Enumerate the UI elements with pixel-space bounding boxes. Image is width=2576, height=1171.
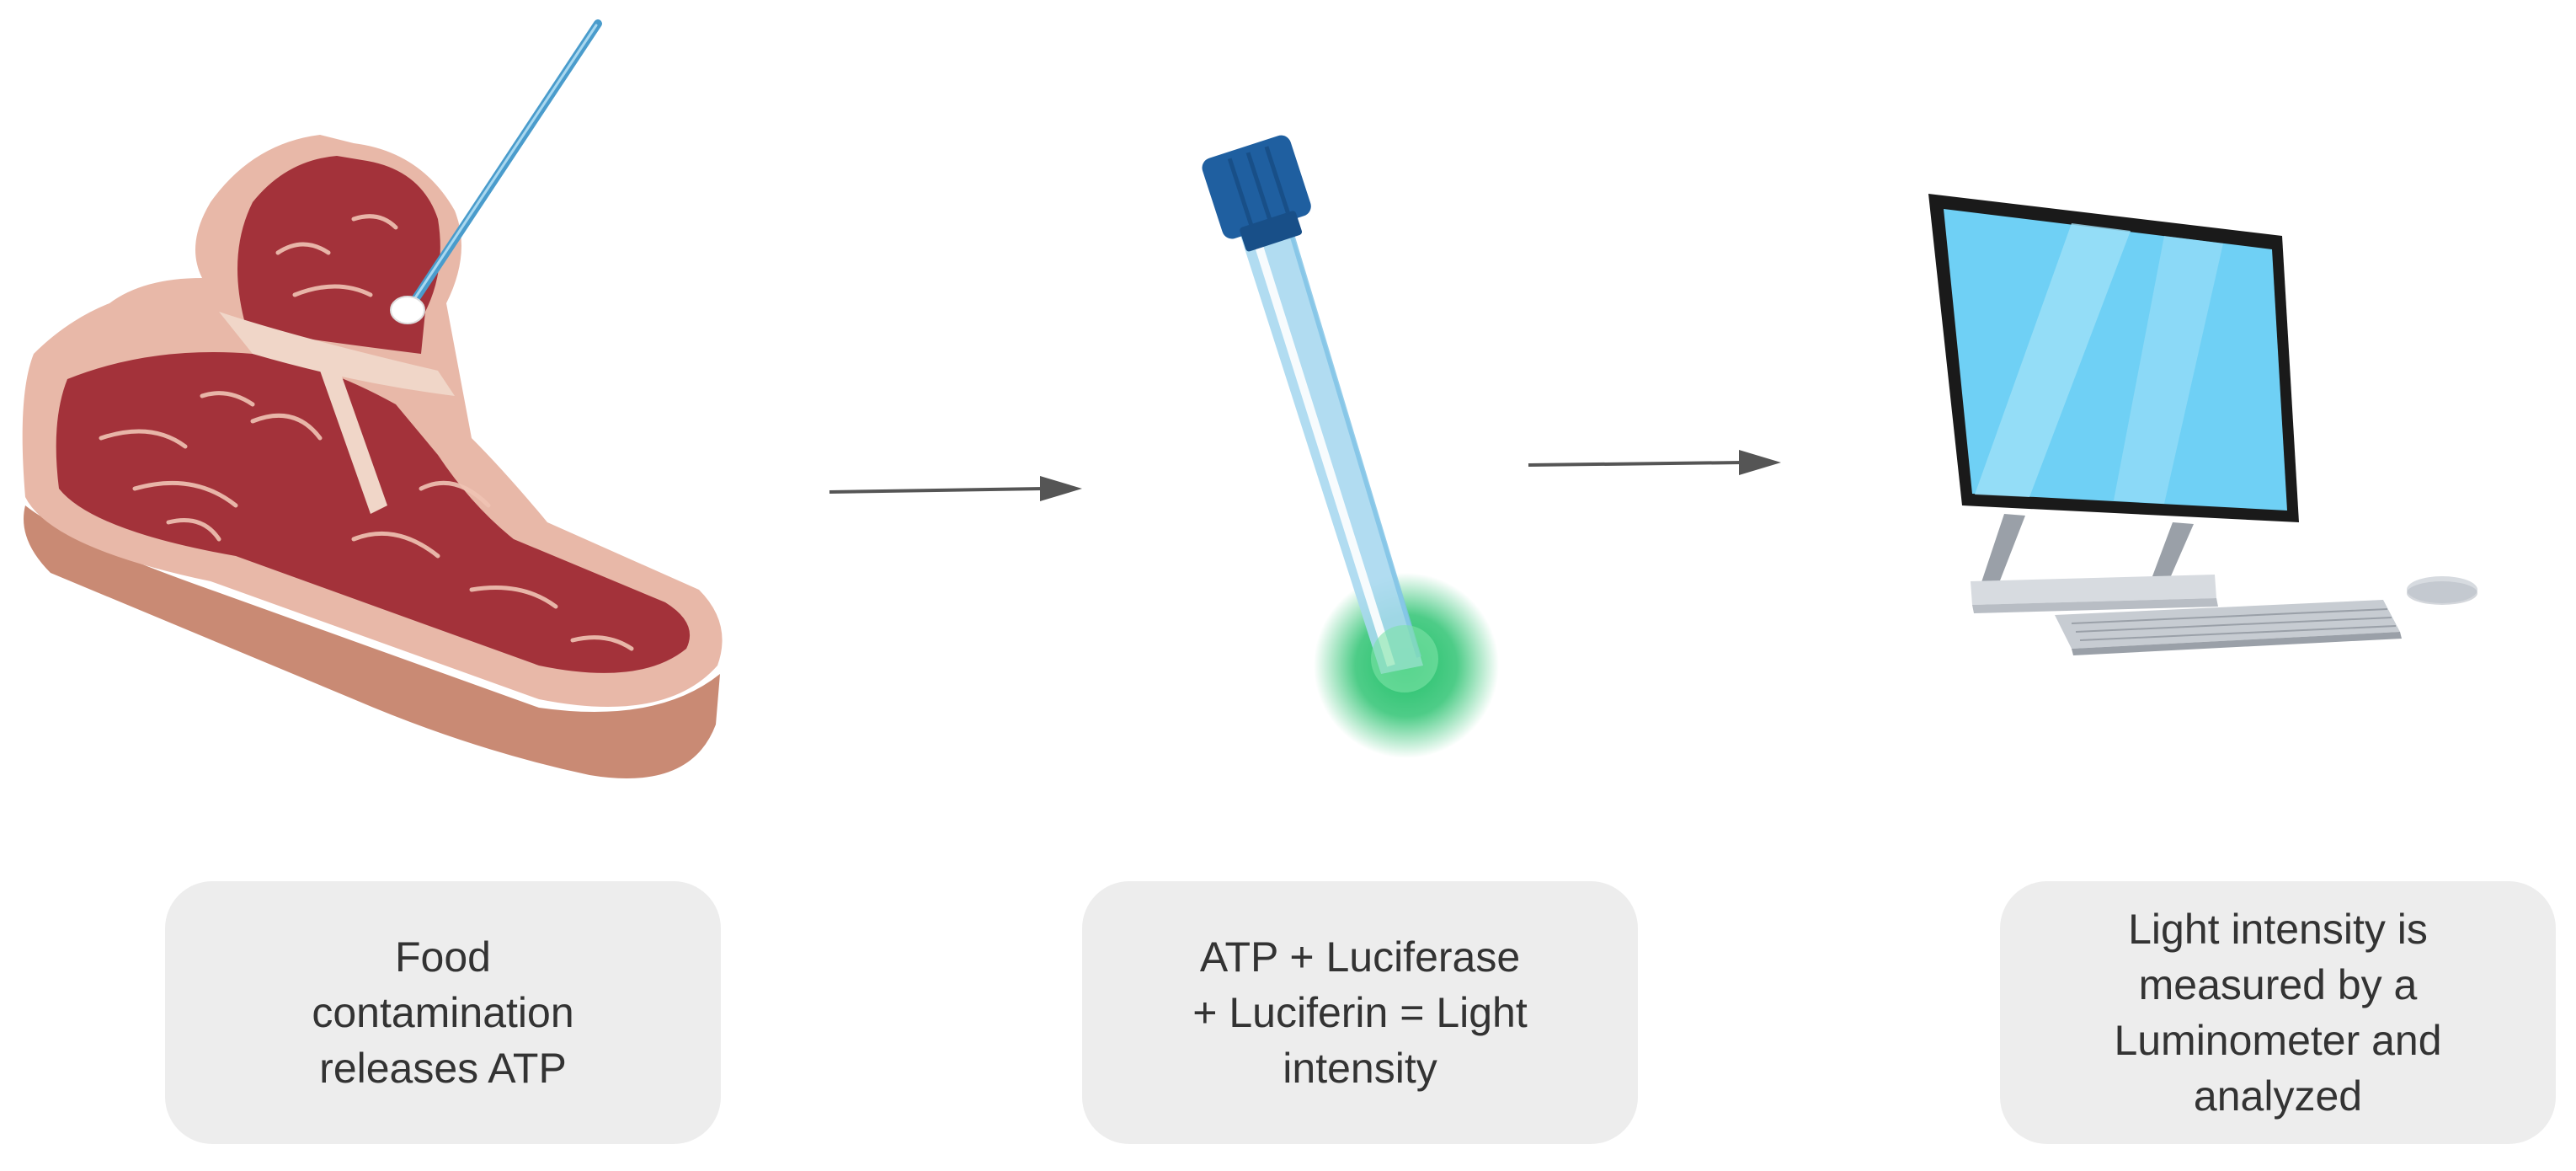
arrow-right-icon — [829, 476, 1082, 501]
steak-with-swab-icon — [22, 19, 723, 778]
caption-luminometer-analysis: Light intensity is measured by a Luminom… — [2000, 881, 2556, 1144]
desktop-computer-icon — [1928, 194, 2477, 655]
arrow-right-icon — [1528, 450, 1781, 475]
caption-food-contamination: Food contamination releases ATP — [165, 881, 721, 1144]
caption-atp-reaction: ATP + Luciferase + Luciferin = Light int… — [1082, 881, 1638, 1144]
test-tube-icon — [1202, 135, 1499, 758]
